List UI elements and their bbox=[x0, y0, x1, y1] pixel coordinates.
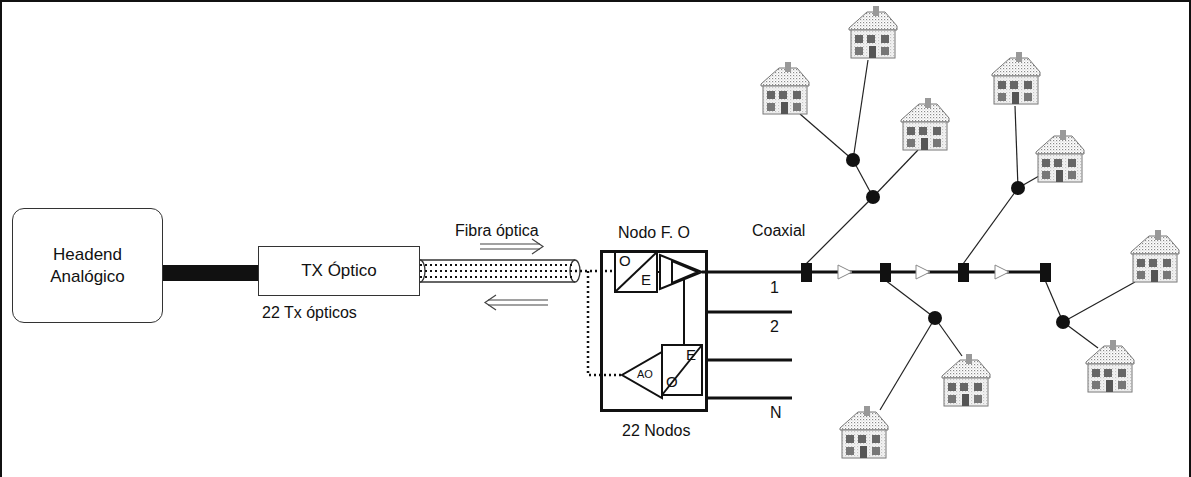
house-icon bbox=[761, 62, 809, 114]
coax-label: Coaxial bbox=[752, 222, 805, 240]
drop-lines bbox=[800, 60, 1135, 410]
transmitter-count: 22 Tx ópticos bbox=[262, 304, 357, 322]
house-icon bbox=[840, 406, 888, 458]
node-count: 22 Nodos bbox=[622, 422, 691, 440]
house-icon bbox=[901, 98, 949, 150]
house-icon bbox=[1131, 230, 1179, 282]
house-icon bbox=[942, 354, 990, 406]
converter-letter: O bbox=[619, 253, 631, 270]
node-text: Nodo F. O bbox=[593, 224, 715, 242]
taps bbox=[801, 263, 1051, 282]
house-icon bbox=[992, 52, 1040, 104]
fiber-label: Fibra óptica bbox=[455, 222, 539, 240]
node-text: TX Óptico bbox=[301, 260, 377, 281]
trunk-link bbox=[163, 265, 258, 281]
house-icon bbox=[849, 6, 897, 58]
amplifier-label: AO bbox=[637, 368, 653, 380]
direction-arrows bbox=[480, 239, 548, 310]
house-icon bbox=[1086, 340, 1134, 392]
fiber-link bbox=[415, 260, 600, 282]
optical-amplifier bbox=[622, 352, 662, 398]
houses bbox=[761, 6, 1179, 458]
headend-box: Headend Analógico bbox=[12, 208, 163, 323]
amplifier-symbol bbox=[660, 255, 702, 289]
line-amplifiers bbox=[838, 265, 1009, 279]
converter-letter: E bbox=[686, 347, 696, 364]
coax-outputs bbox=[702, 272, 1050, 398]
port-number: 1 bbox=[770, 279, 779, 297]
optical-transmitter-box: TX Óptico bbox=[258, 246, 420, 296]
oe-converter bbox=[615, 252, 657, 292]
port-number: N bbox=[770, 404, 782, 422]
splitter-dots bbox=[846, 153, 1070, 329]
converter-letter: E bbox=[641, 272, 651, 289]
fiber-node-box: Nodo F. O bbox=[600, 250, 708, 412]
converter-letter: O bbox=[666, 374, 678, 391]
port-number: 2 bbox=[770, 318, 779, 336]
node-text: Headend Analógico bbox=[23, 244, 152, 287]
eo-converter bbox=[662, 345, 702, 395]
amplifier-symbol bbox=[672, 261, 698, 283]
node-internals bbox=[615, 252, 702, 398]
house-icon bbox=[1036, 130, 1084, 182]
